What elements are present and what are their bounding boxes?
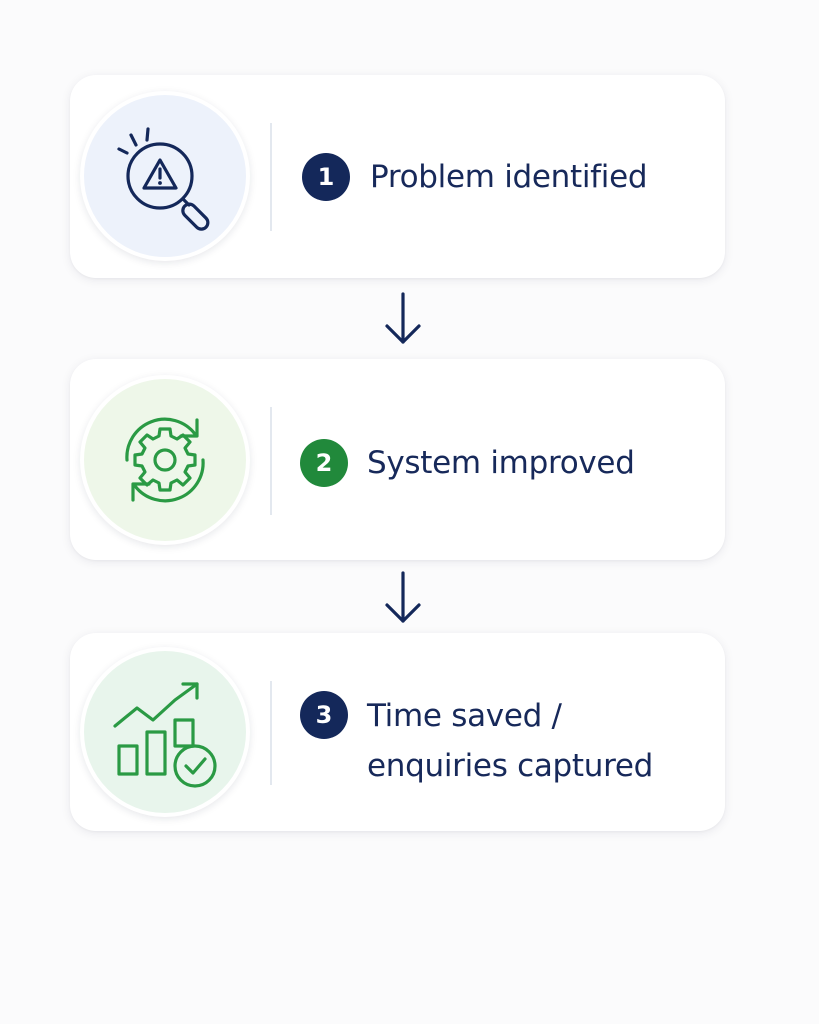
step-1-icon-badge (80, 91, 250, 261)
arrow-down-icon (385, 571, 421, 623)
step-3-number-badge: 3 (300, 691, 348, 739)
step-3-title: Time saved / enquiries captured (367, 698, 654, 784)
magnifier-warning-icon (117, 127, 210, 231)
step-1-title: Problem identified (370, 159, 648, 195)
step-2-icon-badge (80, 375, 250, 545)
step-2-number-badge: 2 (300, 439, 348, 487)
step-card-problem-identified: 1 Problem identified (70, 75, 725, 278)
step-3-icon-badge (80, 647, 250, 817)
step-2-title: System improved (367, 445, 635, 481)
growth-chart-check-icon (113, 682, 217, 788)
gear-cycle-icon (125, 417, 205, 503)
step-3-divider (270, 681, 272, 785)
step-1-number-badge: 1 (302, 153, 350, 201)
step-card-time-saved: 3 Time saved / enquiries captured (70, 633, 725, 831)
step-1-divider (270, 123, 272, 231)
arrow-down-icon (385, 292, 421, 344)
step-2-divider (270, 407, 272, 515)
step-card-system-improved: 2 System improved (70, 359, 725, 560)
